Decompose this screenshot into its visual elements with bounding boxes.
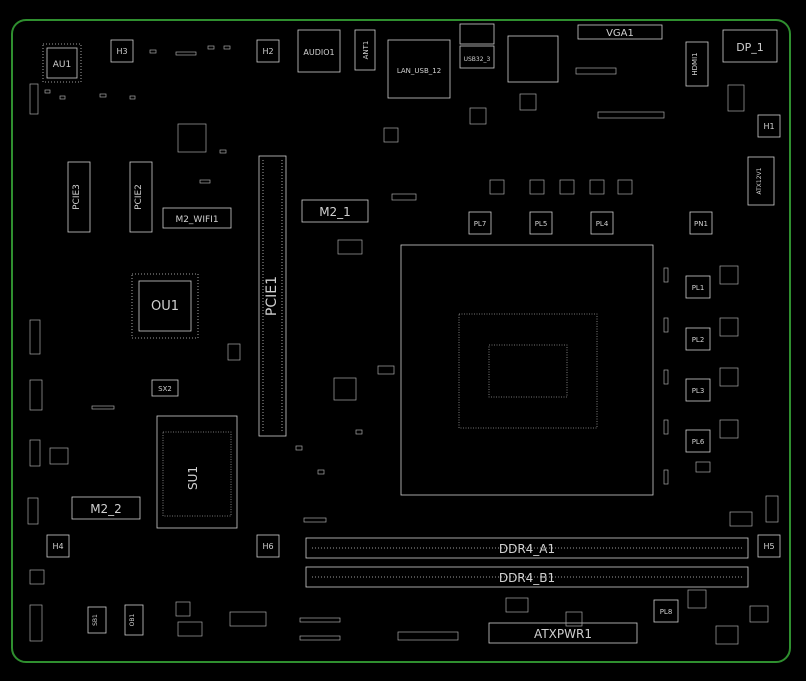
hdmi1-connector[interactable]: HDMI1 [685,41,709,87]
ddr4-a1-label: DDR4_A1 [499,542,555,556]
m2-wifi-label: M2_WIFI1 [175,215,218,225]
dp1-label: DP_1 [736,41,764,54]
pl4-label: PL4 [596,220,609,228]
atx12v1-label: ATX12V1 [756,167,763,194]
pl2-inductor[interactable]: PL2 [685,327,711,351]
pcie2-label: PCIE2 [134,184,144,210]
dp1-connector[interactable]: DP_1 [722,29,778,63]
sx2-label: SX2 [158,385,172,393]
h6-mount[interactable]: H6 [256,534,280,558]
board-outline [11,19,791,663]
ant1-label: ANT1 [362,41,370,60]
h1-mount[interactable]: H1 [757,114,781,138]
sx2-crystal[interactable]: SX2 [151,379,179,397]
vga1-connector[interactable]: VGA1 [577,24,663,40]
pl8-inductor[interactable]: PL8 [653,599,679,623]
cpu-center-cavity [488,344,568,398]
pl7-inductor[interactable]: PL7 [468,211,492,235]
atxpwr1-label: ATXPWR1 [534,627,592,641]
m2-2-label: M2_2 [90,502,122,516]
pl6-label: PL6 [692,438,705,446]
m2-1-slot[interactable]: M2_1 [301,199,369,223]
su1-chipset[interactable]: SU1 [156,415,238,529]
h6-label: H6 [262,542,273,551]
sb1-battery[interactable]: SB1 [87,606,107,634]
h5-label: H5 [763,542,774,551]
pl7-label: PL7 [474,220,487,228]
ob1-header[interactable]: OB1 [124,604,144,636]
h4-mount[interactable]: H4 [46,534,70,558]
atx12v1-connector[interactable]: ATX12V1 [747,156,775,206]
pcie3-label: PCIE3 [72,184,82,210]
h3-mount[interactable]: H3 [110,39,134,63]
pl3-label: PL3 [692,387,705,395]
lan-usb-connector[interactable]: LAN_USB_12 [387,39,451,99]
h5-mount[interactable]: H5 [757,534,781,558]
pl1-label: PL1 [692,284,705,292]
ddr4-a1-slot[interactable]: DDR4_A1 [305,537,749,559]
h2-label: H2 [262,47,273,56]
m2-2-slot[interactable]: M2_2 [71,496,141,520]
sb1-label: SB1 [92,614,99,626]
m2-wifi-slot[interactable]: M2_WIFI1 [162,207,232,229]
pl5-inductor[interactable]: PL5 [529,211,553,235]
au1-label: AU1 [53,60,71,70]
pcie1-slot[interactable]: PCIE1 [258,155,287,437]
h3-label: H3 [116,47,127,56]
ant1-connector[interactable]: ANT1 [354,29,376,71]
audio1-connector[interactable]: AUDIO1 [297,29,341,73]
hdmi1-label: HDMI1 [691,52,699,75]
m2-1-label: M2_1 [319,205,351,219]
pl4-inductor[interactable]: PL4 [590,211,614,235]
usb32-connector[interactable]: USB32_3 [459,23,495,69]
atxpwr1-connector[interactable]: ATXPWR1 [488,622,638,644]
pl2-label: PL2 [692,336,705,344]
pcie3-slot[interactable]: PCIE3 [67,161,91,233]
ou1-chip[interactable]: OU1 [131,273,199,339]
lan-usb-label: LAN_USB_12 [397,67,441,75]
su1-label: SU1 [186,466,200,490]
ou1-label: OU1 [151,299,179,314]
audio1-label: AUDIO1 [303,48,334,57]
passive-components [27,45,779,645]
usb32-label: USB32_3 [464,56,491,63]
h1-label: H1 [763,122,774,131]
vga1-label: VGA1 [606,28,634,39]
pn1-label: PN1 [694,220,708,228]
pn1-mosfet[interactable]: PN1 [689,211,713,235]
cpu-socket[interactable] [400,244,654,496]
cpu-pin-field [458,313,598,429]
h4-label: H4 [52,542,63,551]
ddr4-b1-label: DDR4_B1 [499,571,555,585]
io-controller-chip[interactable] [507,35,559,83]
pcie1-label: PCIE1 [264,276,280,316]
pl5-label: PL5 [535,220,548,228]
h2-mount[interactable]: H2 [256,39,280,63]
pl3-inductor[interactable]: PL3 [685,378,711,402]
pl1-inductor[interactable]: PL1 [685,275,711,299]
pcie2-slot[interactable]: PCIE2 [129,161,153,233]
ob1-label: OB1 [129,613,136,626]
ddr4-b1-slot[interactable]: DDR4_B1 [305,566,749,588]
pl8-label: PL8 [660,608,673,616]
pl6-inductor[interactable]: PL6 [685,429,711,453]
au1-chip[interactable]: AU1 [42,43,82,83]
